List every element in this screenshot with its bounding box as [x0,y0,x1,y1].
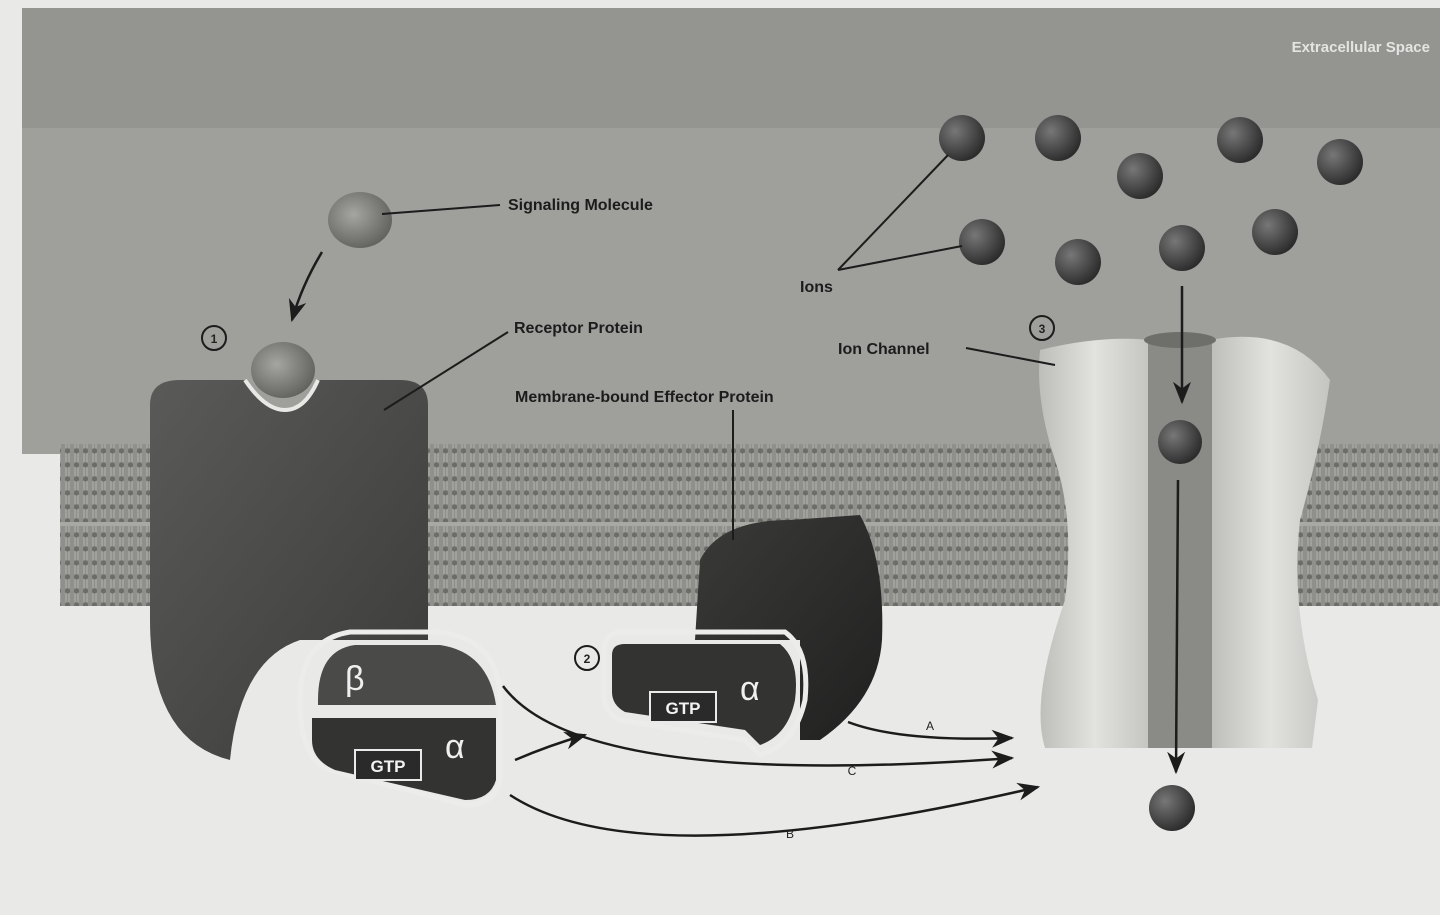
ion [1217,117,1263,163]
ion-inside-cell [1149,785,1195,831]
ion-flow-arrow-bottom [1167,479,1186,775]
alpha-symbol-1: α [445,728,465,766]
ions-leader-2 [837,245,963,271]
effector-protein [695,515,883,740]
step-2-number: 2 [584,652,591,666]
ion [1252,209,1298,255]
ion [1117,153,1163,199]
arrow-alpha-to-effector [514,731,588,762]
alpha-subunit-outline [601,629,809,758]
signaling-molecule-leader [381,204,501,215]
ion [1035,115,1081,161]
gtp-label-1: GTP [371,757,406,776]
ion-channel-right [1210,336,1330,748]
ion [1317,139,1363,185]
ions-leader-1 [837,154,949,271]
signaling-molecule [328,192,392,248]
g-protein-outline [297,629,503,808]
ion [939,115,985,161]
ion [959,219,1005,265]
signaling-molecule-label: Signaling Molecule [508,197,653,214]
ion-channel-label: Ion Channel [838,341,930,358]
step-2-marker [574,645,600,671]
ion [1055,239,1101,285]
ions-label: Ions [800,279,833,296]
step-1-number: 1 [211,332,218,346]
pathway-a-label: A [926,719,934,733]
bound-signaling-molecule [251,342,315,398]
beta-symbol: β [345,660,365,698]
pathway-b-arrow [509,782,1041,837]
step-1-marker [201,325,227,351]
step-3-marker [1029,315,1055,341]
ion [1159,225,1205,271]
ion-channel-left [1039,338,1150,748]
gtp-badge-2 [649,691,717,723]
step-3-number: 3 [1039,322,1046,336]
ions-group [939,115,1363,831]
receptor-protein-label: Receptor Protein [514,320,643,337]
ion-channel-leader [965,347,1056,366]
receptor-protein [150,380,428,760]
alpha-symbol-2: α [740,670,760,708]
ion-channel-pore [1148,338,1212,748]
effector-protein-label: Membrane-bound Effector Protein [515,389,774,406]
pathway-c-arrow [501,685,1015,769]
receptor-leader [383,331,509,411]
pathway-c-label: C [848,764,857,778]
pathway-b-label: B [786,827,794,841]
gtp-badge-1 [354,749,422,781]
pathway-a-arrow [847,720,1015,748]
binding-arrow [288,251,324,323]
extracellular-space-label: Extracellular Space [1292,39,1430,56]
gtp-label-2: GTP [666,699,701,718]
ion-in-channel [1158,420,1202,464]
beta-subunit [318,645,496,705]
